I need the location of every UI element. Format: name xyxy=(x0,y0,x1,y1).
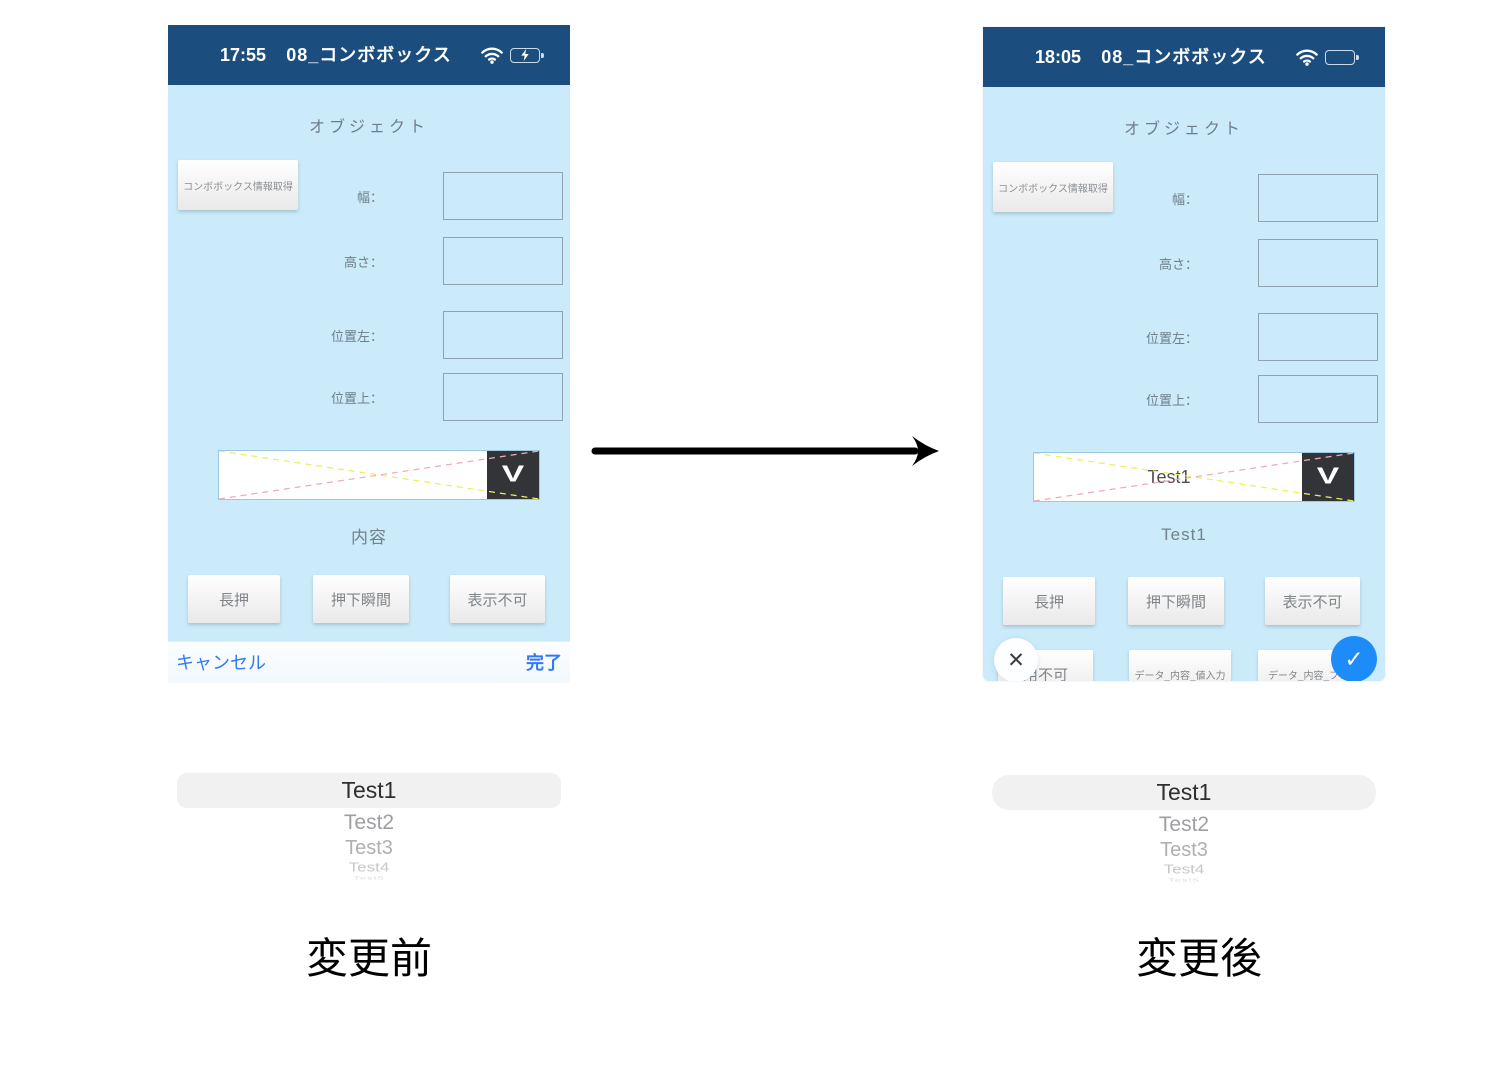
pos-left-label: 位置左： xyxy=(1145,331,1198,346)
picker-wheel-after: Test1 Test2 Test3 Test4 Test5 xyxy=(983,767,1385,897)
press-moment-button[interactable]: 押下瞬間 xyxy=(1128,577,1224,625)
width-label: 幅： xyxy=(1171,192,1198,207)
press-moment-button[interactable]: 押下瞬間 xyxy=(313,575,409,623)
picker-item[interactable]: Test4 xyxy=(1163,862,1205,877)
before-after-arrow xyxy=(591,436,939,466)
picker-item[interactable]: Test2 xyxy=(1158,813,1210,836)
status-time: 18:05 xyxy=(1035,47,1082,67)
combobox-value xyxy=(219,451,489,499)
pos-top-input[interactable] xyxy=(1258,375,1378,423)
pos-top-input[interactable] xyxy=(443,373,563,421)
done-button[interactable]: 完了 xyxy=(526,642,562,683)
content-label: Test1 xyxy=(1161,525,1207,544)
long-press-button[interactable]: 長押 xyxy=(188,575,280,623)
picker-item[interactable]: Test2 xyxy=(343,811,395,834)
pos-top-label: 位置上： xyxy=(330,391,383,406)
chevron-down-icon: V xyxy=(501,461,525,488)
width-input[interactable] xyxy=(443,172,563,220)
pos-left-input[interactable] xyxy=(443,311,563,359)
status-bar: 18:05 08_コンボボックス xyxy=(983,27,1385,87)
status-bar: 17:55 08_コンボボックス xyxy=(168,25,570,85)
app-title: 08_コンボボックス xyxy=(1101,47,1267,67)
app-title: 08_コンボボックス xyxy=(286,45,452,65)
check-icon: ✓ xyxy=(1344,645,1364,672)
picker-item[interactable]: Test5 xyxy=(353,875,385,881)
lightning-bolt-icon xyxy=(521,49,529,61)
combobox[interactable]: V xyxy=(218,450,540,500)
content-label: 内容 xyxy=(351,528,387,547)
confirm-fab-button[interactable]: ✓ xyxy=(1331,636,1377,681)
height-label: 高さ： xyxy=(1158,257,1198,272)
width-input[interactable] xyxy=(1258,174,1378,222)
chevron-down-icon: V xyxy=(1316,463,1340,490)
picker-item[interactable]: Test5 xyxy=(1168,877,1200,883)
battery-charging-icon xyxy=(510,47,544,63)
picker-item[interactable]: Test3 xyxy=(1160,839,1208,861)
pos-left-input[interactable] xyxy=(1258,313,1378,361)
cancel-button[interactable]: キャンセル xyxy=(176,642,266,683)
width-label: 幅： xyxy=(356,190,383,205)
picker-wheel-before: Test1 Test2 Test3 Test4 Test5 xyxy=(168,765,570,895)
combobox[interactable]: Test1 V xyxy=(1033,452,1355,502)
picker-selection-pill xyxy=(177,773,561,808)
height-input[interactable] xyxy=(443,237,563,285)
picker-item[interactable]: Test3 xyxy=(345,837,393,859)
section-title: オブジェクト xyxy=(308,119,429,136)
picker-item-selected[interactable]: Test1 xyxy=(341,777,397,803)
data-content-input-button-partial[interactable]: データ_内容_値入力 xyxy=(1129,650,1231,681)
combobox-dropdown-button[interactable]: V xyxy=(487,451,539,499)
height-input[interactable] xyxy=(1258,239,1378,287)
hide-button[interactable]: 表示不可 xyxy=(1265,577,1360,625)
picker-toolbar: キャンセル 完了 xyxy=(168,641,570,683)
hide-button[interactable]: 表示不可 xyxy=(450,575,545,623)
pos-left-label: 位置左： xyxy=(330,329,383,344)
status-time: 17:55 xyxy=(220,45,267,65)
picker-item[interactable]: Test4 xyxy=(348,860,390,875)
wifi-icon xyxy=(1296,49,1318,66)
combobox-dropdown-button[interactable]: V xyxy=(1302,453,1354,501)
battery-full-icon xyxy=(1325,49,1359,65)
caption-before: 変更前 xyxy=(305,935,432,982)
height-label: 高さ： xyxy=(343,255,383,270)
phone-screen-after: 18:05 08_コンボボックス オブジェクト コンボボックス情報取得 幅： 高… xyxy=(983,27,1385,681)
long-press-button[interactable]: 長押 xyxy=(1003,577,1095,625)
section-title: オブジェクト xyxy=(1123,121,1244,138)
picker-selection-pill xyxy=(992,775,1376,810)
caption-after: 変更後 xyxy=(1135,935,1262,982)
close-icon: ✕ xyxy=(1007,648,1025,672)
picker-item-selected[interactable]: Test1 xyxy=(1156,779,1212,805)
combobox-info-button[interactable]: コンボボックス情報取得 xyxy=(993,162,1113,212)
combobox-info-button[interactable]: コンボボックス情報取得 xyxy=(178,160,298,210)
wifi-icon xyxy=(481,47,503,64)
combobox-value: Test1 xyxy=(1147,467,1191,487)
phone-screen-before: 17:55 08_コンボボックス オブジェクト コンボボックス情報取得 xyxy=(168,25,570,683)
pos-top-label: 位置上： xyxy=(1145,393,1198,408)
close-fab-button[interactable]: ✕ xyxy=(994,638,1038,681)
